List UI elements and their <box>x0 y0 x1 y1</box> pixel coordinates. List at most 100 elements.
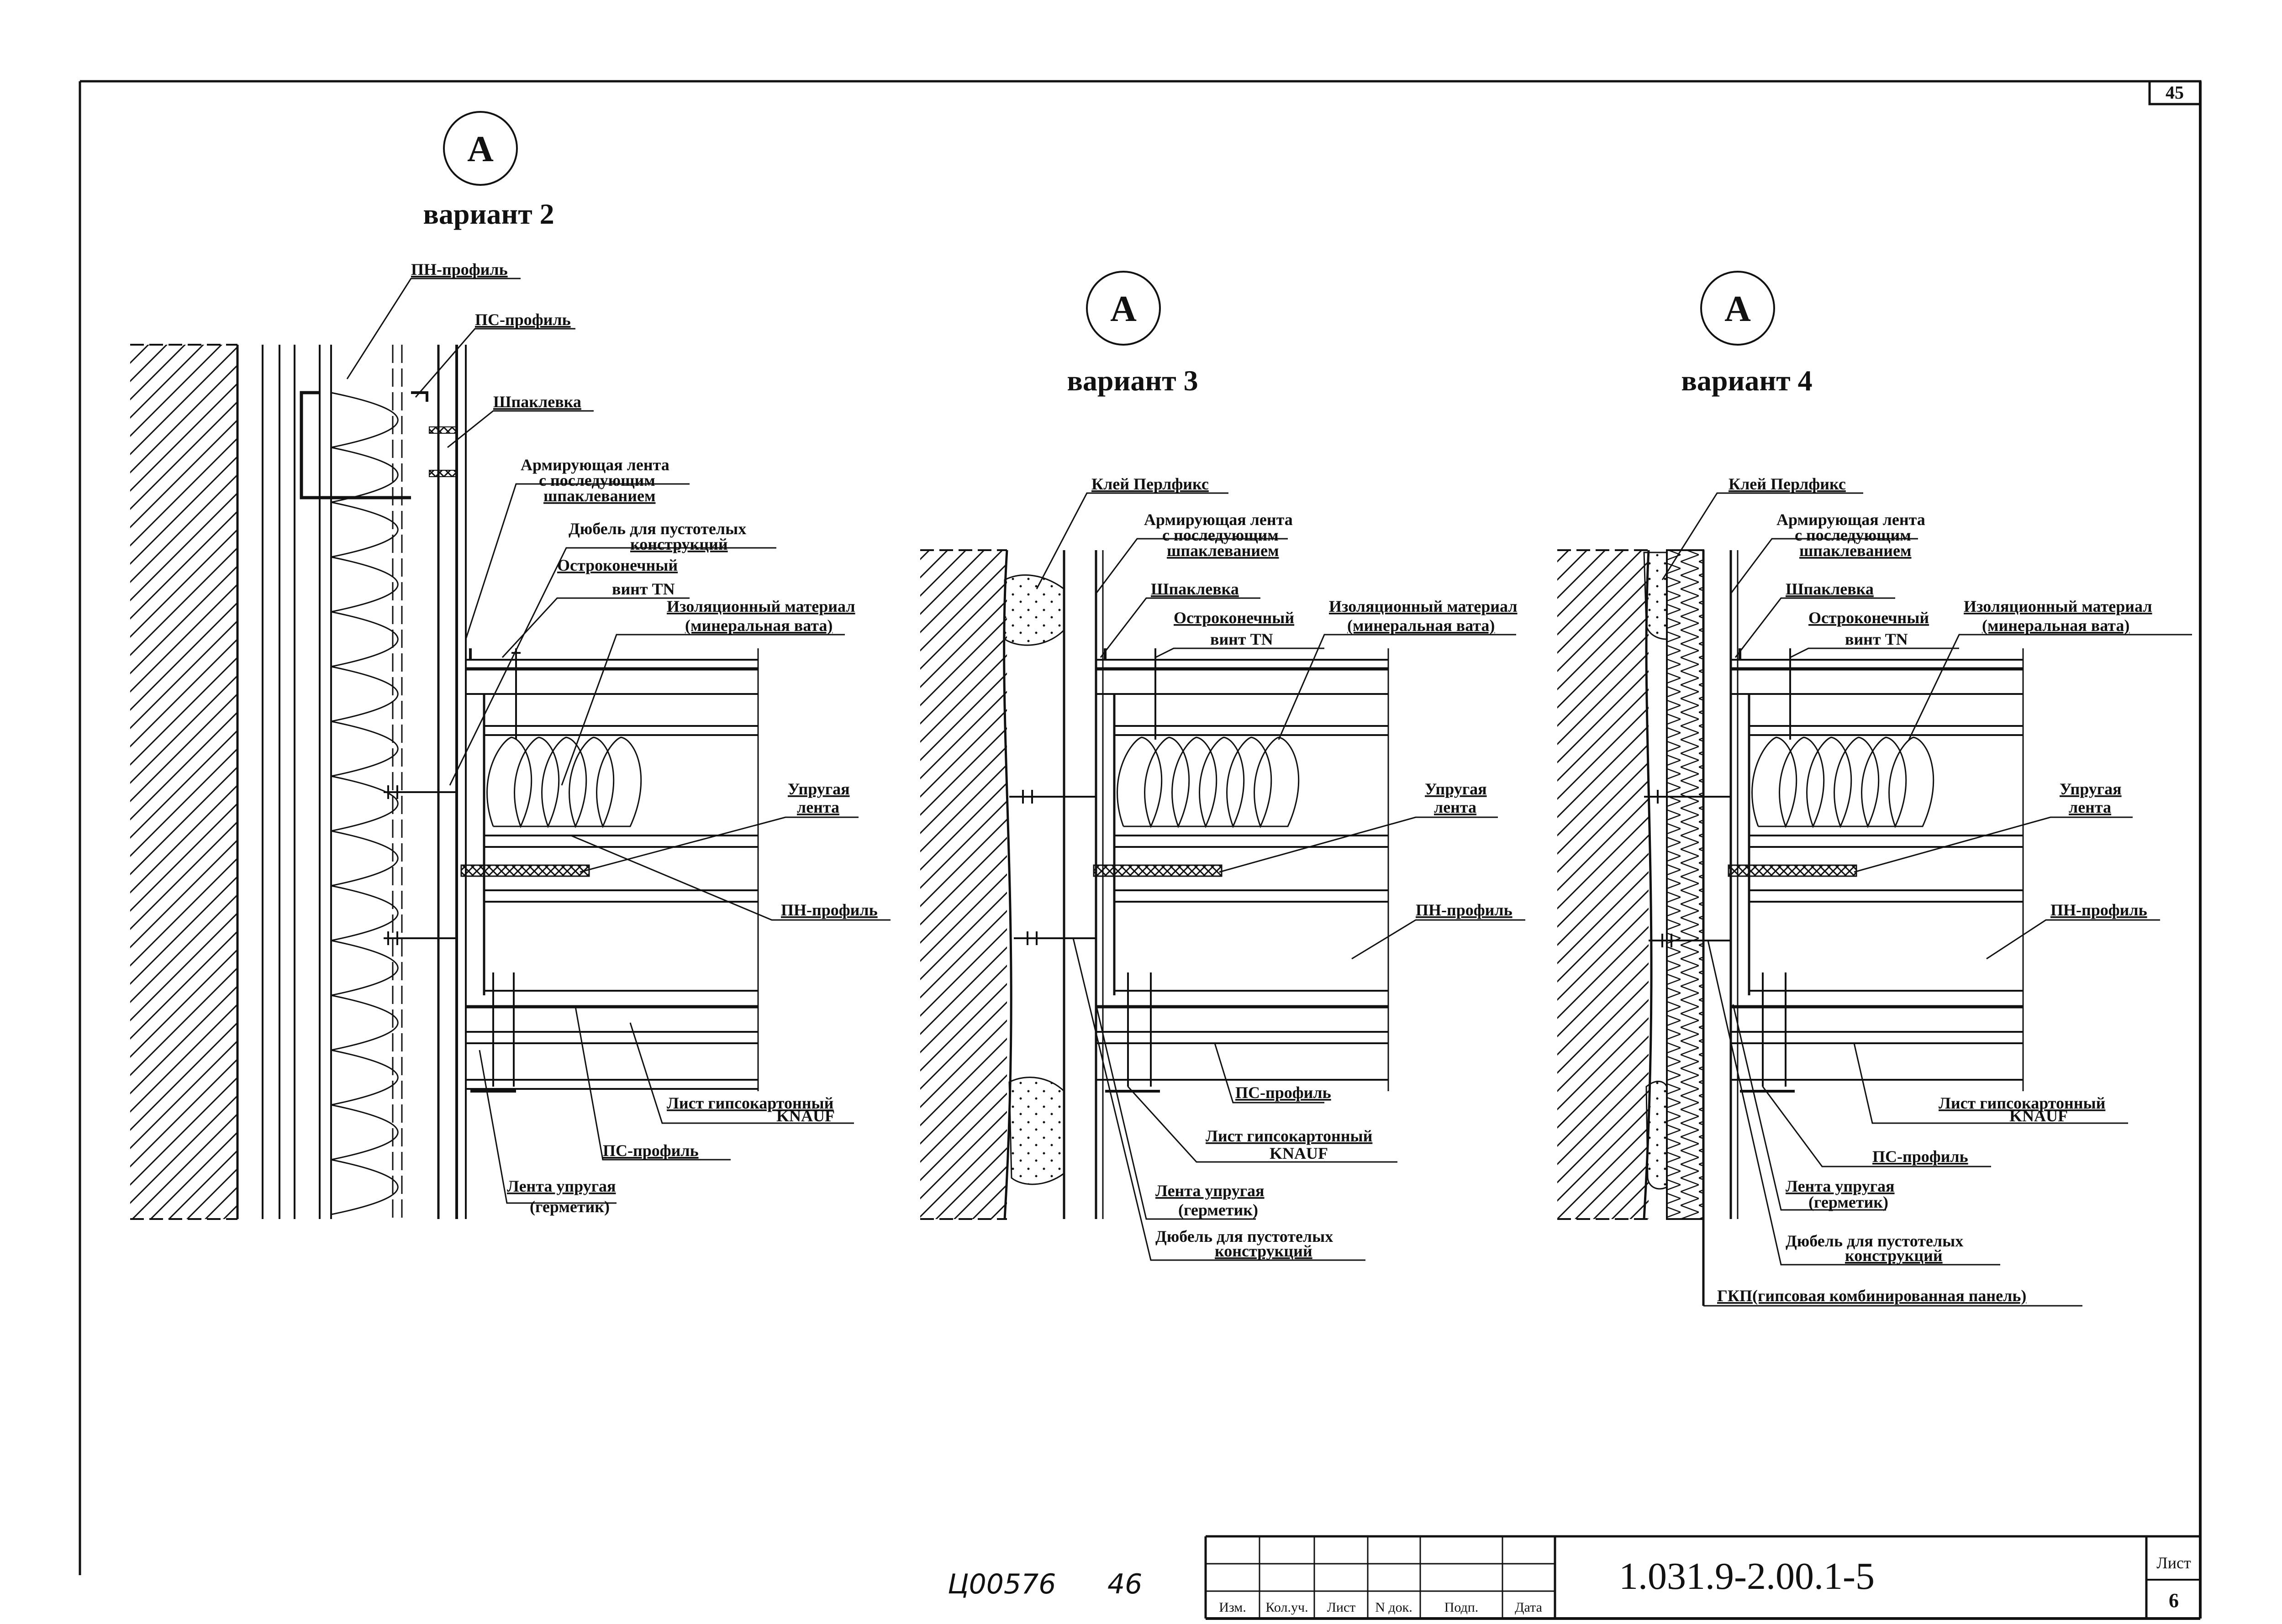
elastic-tape <box>460 864 590 877</box>
tb-header-kolich: Кол.уч. <box>1265 1600 1308 1615</box>
detail-variant-3: А вариант 3 <box>920 271 1525 1261</box>
ps-flange <box>411 391 428 402</box>
label-glue: Клей Перлфикс <box>1091 475 1209 493</box>
label-elastic-line2: лента <box>797 798 839 816</box>
dowels <box>384 785 457 945</box>
label-pn-profile-mid: ПН-профиль <box>2050 901 2147 919</box>
label-tape-line3: шпаклеванием <box>1799 541 1911 560</box>
stud-frame-horizontal <box>466 648 759 1091</box>
detail-marker-circle <box>443 111 518 186</box>
label-gkp: ГКП(гипсовая комбинированная панель) <box>1717 1287 2026 1305</box>
insulation-horizontal <box>486 736 642 828</box>
title-block <box>1204 1535 2200 1619</box>
label-tape-line3: шпаклеванием <box>1167 541 1279 560</box>
elastic-tape <box>1728 864 1857 877</box>
wall-hatch <box>920 549 1012 1220</box>
handwritten-code: Ц00576 <box>948 1568 1056 1600</box>
label-gkl-line2: KNAUF <box>2009 1107 2068 1125</box>
handwritten-number: 46 <box>1107 1568 1142 1600</box>
tb-header-podp: Подп. <box>1444 1600 1479 1615</box>
label-dowel-line1: Дюбель для пустотелых <box>1155 1227 1333 1246</box>
label-ps-profile-bottom: ПС-профиль <box>1872 1147 1968 1166</box>
label-insulation-line2: (минеральная вата) <box>1347 616 1495 635</box>
list-number: 6 <box>2169 1589 2179 1612</box>
label-insulation-line2: (минеральная вата) <box>685 616 833 635</box>
label-seal-line1: Лента упругая <box>507 1177 616 1195</box>
tb-header-list: Лист <box>1327 1600 1356 1615</box>
label-ps-profile: ПС-профиль <box>475 310 571 329</box>
label-screw-line1: Остроконечный <box>1174 609 1294 627</box>
label-seal-line1: Лента упругая <box>1786 1177 1895 1195</box>
stud-frame-horizontal <box>1096 648 1389 1091</box>
label-tape-line2: с последующим <box>1795 526 1911 544</box>
label-dowel-line2: конструкций <box>1845 1246 1943 1265</box>
label-tape-line3: шпаклеванием <box>543 487 655 505</box>
label-seal-line1: Лента упругая <box>1155 1182 1265 1200</box>
screws-top <box>429 426 457 477</box>
detail-title: вариант 3 <box>1067 364 1198 397</box>
insulation-loops <box>331 392 399 1215</box>
label-ps-profile-bottom: ПС-профиль <box>603 1141 699 1160</box>
label-screw-line1: Остроконечный <box>557 556 678 574</box>
detail-variant-4: А вариант 4 <box>1557 271 2192 1307</box>
label-screw-line2: винт TN <box>1845 630 1908 648</box>
label-tape-line1: Армирующая лента <box>1144 510 1293 529</box>
detail-marker-circle <box>1700 271 1775 346</box>
label-insulation-line1: Изоляционный материал <box>1964 597 2152 615</box>
leaders <box>1661 492 2192 1307</box>
detail-marker: А <box>1724 289 1751 329</box>
label-dowel-line2: конструкций <box>630 535 728 553</box>
label-gkl-line2: KNAUF <box>776 1107 835 1125</box>
label-seal-line2: (герметик) <box>530 1198 610 1216</box>
existing-wall-profile <box>319 345 467 1219</box>
wall-hatch <box>130 344 239 1220</box>
label-tape-line1: Армирующая лента <box>1776 510 1925 529</box>
detail-variant-2: А вариант 2 <box>130 111 891 1220</box>
leaders <box>346 278 891 1204</box>
detail-title: вариант 2 <box>423 198 554 230</box>
leaders <box>1036 492 1525 1261</box>
label-tape-line2: с последующим <box>1162 526 1279 544</box>
tb-header-ndok: N док. <box>1375 1600 1412 1615</box>
document-code: 1.031.9-2.00.1-5 <box>1619 1555 1875 1598</box>
label-dowel-line2: конструкций <box>1215 1242 1312 1260</box>
label-elastic-line2: лента <box>1434 798 1476 816</box>
stud-frame-horizontal <box>1731 648 2024 1091</box>
detail-marker-circle <box>1086 271 1161 346</box>
label-putty: Шпаклевка <box>1151 580 1239 598</box>
label-ps-profile-bottom: ПС-профиль <box>1235 1083 1331 1102</box>
dowels <box>1644 790 1731 947</box>
label-screw-line2: винт TN <box>1210 630 1273 648</box>
label-elastic-line1: Упругая <box>788 780 850 798</box>
label-seal-line2: (герметик) <box>1178 1201 1258 1219</box>
screws <box>1127 648 1156 1087</box>
label-pn-profile: ПН-профиль <box>411 260 508 279</box>
label-insulation-line1: Изоляционный материал <box>1329 597 1518 615</box>
glue-blobs <box>1643 552 1668 1190</box>
label-elastic-line2: лента <box>2069 798 2111 816</box>
sheet-frame <box>79 80 2202 1620</box>
screws <box>492 648 521 1087</box>
label-putty: Шпаклевка <box>493 393 581 411</box>
label-pn-profile-mid: ПН-профиль <box>781 901 878 919</box>
ps-profile-top <box>300 391 411 499</box>
insulation-horizontal <box>1117 736 1300 828</box>
glue-blobs <box>1004 574 1065 1185</box>
label-seal-line2: (герметик) <box>1808 1193 1888 1211</box>
label-insulation-line2: (минеральная вата) <box>1982 616 2129 635</box>
label-gkl-line1: Лист гипсокартонный <box>667 1094 833 1112</box>
label-dowel-line1: Дюбель для пустотелых <box>569 520 746 538</box>
tb-header-data: Дата <box>1515 1600 1542 1615</box>
label-pn-profile-mid: ПН-профиль <box>1416 901 1513 919</box>
label-putty: Шпаклевка <box>1786 580 1874 598</box>
label-screw-line2: винт TN <box>612 580 675 598</box>
label-gkl-line1: Лист гипсокартонный <box>1939 1094 2105 1112</box>
label-glue: Клей Перлфикс <box>1729 475 1846 493</box>
elastic-tape <box>1093 864 1223 877</box>
detail-marker: А <box>467 129 494 169</box>
ps-profile-bottom <box>469 648 516 1093</box>
label-gkl-line1: Лист гипсокартонный <box>1206 1127 1372 1145</box>
insulation-horizontal <box>1751 736 1934 828</box>
label-dowel-line1: Дюбель для пустотелых <box>1786 1232 1963 1250</box>
